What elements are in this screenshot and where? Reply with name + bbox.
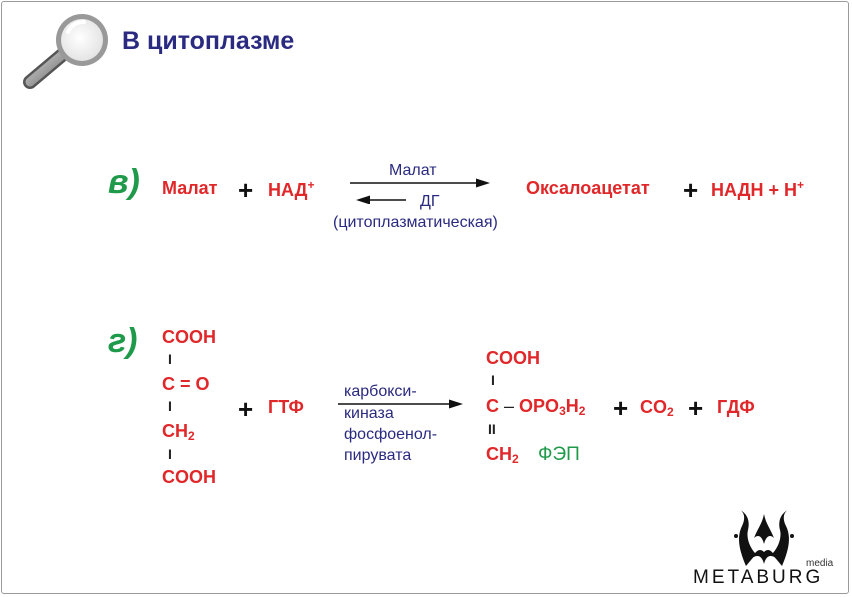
right-double-bond: II	[488, 421, 496, 437]
enzyme-line-3: фосфоенол-	[344, 426, 438, 443]
reversible-arrow-icon	[348, 176, 493, 209]
reactant-nad: НАД+	[268, 178, 315, 201]
left-bond-3: I	[168, 446, 172, 462]
left-bond-2: I	[168, 398, 172, 414]
plus-sign: +	[613, 393, 629, 423]
h-sub: 2	[578, 404, 586, 418]
reaction-g-label: г)	[108, 322, 138, 360]
plus-sign: +	[238, 175, 254, 205]
ch-sub: 2	[188, 429, 195, 443]
enzyme-line-4: пирувата	[344, 447, 412, 464]
gdp: ГДФ	[717, 397, 755, 417]
right-phosphate-row: C – OPO3H2	[486, 396, 585, 418]
reaction-v-label: в)	[108, 163, 140, 201]
gtp: ГТФ	[268, 397, 304, 417]
plus-sign: +	[238, 394, 254, 424]
right-dash: –	[504, 396, 515, 416]
left-bond-1: I	[168, 351, 172, 367]
logo-brand: METABURG	[693, 567, 824, 588]
right-h: H	[565, 396, 579, 416]
right-ch-sub: 2	[512, 452, 519, 466]
logo-subtext: media	[806, 558, 834, 569]
enzyme-line-2: киназа	[344, 405, 394, 422]
h-charge: +	[797, 178, 805, 192]
arrow-top-label: Малат	[389, 162, 437, 179]
right-opo: OPO	[519, 396, 560, 416]
right-cooh: COOH	[486, 348, 540, 368]
product-oxaloacetate: Оксалоацетат	[526, 178, 650, 198]
ch-text: CH	[162, 421, 188, 441]
product-nadh: НАДН + Н+	[711, 178, 804, 201]
co-sub: 2	[667, 405, 674, 419]
metaburg-logo-icon	[728, 508, 800, 575]
co-text: CO	[640, 397, 667, 417]
left-carbonyl: C = O	[162, 374, 210, 394]
co2: CO2	[640, 397, 674, 419]
right-bond-1: I	[491, 372, 495, 388]
enzyme-line-1: карбокси-	[344, 383, 417, 400]
left-cooh-top: COOH	[162, 327, 216, 347]
fep-label: ФЭП	[538, 444, 580, 465]
right-ch2: CH2	[486, 444, 519, 466]
nadh-text: НАДН + Н	[711, 180, 798, 200]
opo-sub: 3	[559, 404, 566, 418]
nad-text: НАД	[268, 180, 308, 200]
right-ch-text: CH	[486, 444, 512, 464]
plus-sign: +	[683, 175, 699, 205]
slide-title: В цитоплазме	[122, 27, 295, 55]
right-c: C	[486, 396, 499, 416]
arrow-caption: (цитоплазматическая)	[333, 214, 498, 231]
forward-arrow-icon	[336, 397, 466, 416]
nad-charge: +	[307, 178, 315, 192]
left-ch2: CH2	[162, 421, 195, 443]
magnifier-icon	[18, 10, 118, 97]
plus-sign: +	[688, 393, 704, 423]
left-cooh-bottom: COOH	[162, 467, 216, 487]
arrow-bottom-label: ДГ	[420, 193, 440, 210]
reactant-malate: Малат	[162, 178, 218, 198]
